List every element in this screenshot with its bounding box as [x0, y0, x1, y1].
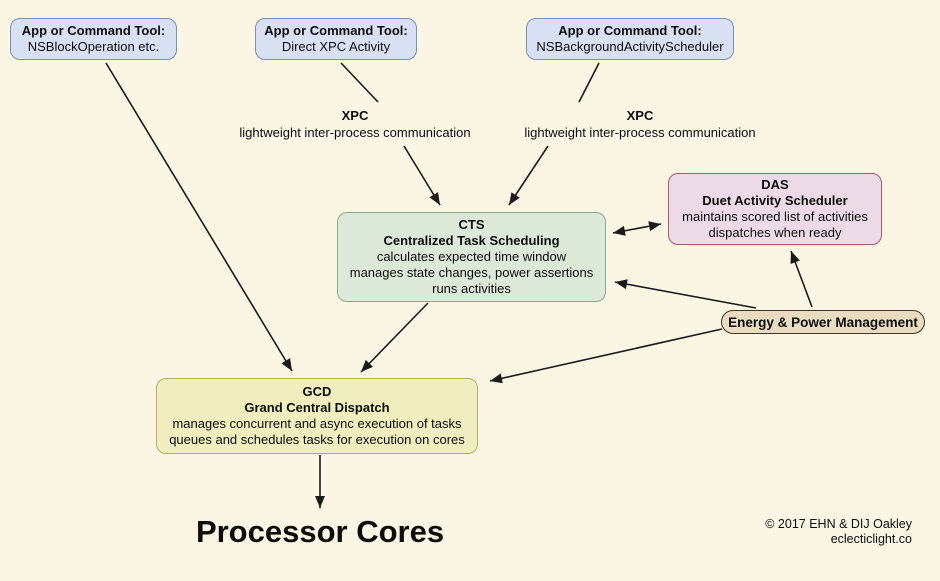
gcd-abbr: GCD	[302, 384, 332, 399]
das-abbr: DAS	[761, 177, 789, 192]
node-das: DAS Duet Activity Scheduler maintains sc…	[668, 173, 882, 245]
node-gcd: GCD Grand Central Dispatch manages concu…	[156, 378, 478, 454]
das-name: Duet Activity Scheduler	[702, 193, 848, 208]
line-app2-to-xpc1	[340, 62, 379, 103]
node-cts: CTS Centralized Task Scheduling calculat…	[337, 212, 606, 302]
node-title: App or Command Tool:	[558, 23, 702, 38]
das-line: maintains scored list of activities	[682, 209, 868, 224]
node-subtitle: NSBackgroundActivityScheduler	[536, 39, 724, 54]
line-app3-to-xpc2	[578, 62, 600, 103]
arrow-cts-to-gcd	[360, 302, 429, 373]
arrow-xpc2-to-cts	[508, 145, 549, 206]
cts-name: Centralized Task Scheduling	[383, 233, 560, 248]
arrow-cts-das-bidirectional	[612, 221, 662, 236]
arrow-xpc1-to-cts	[403, 145, 441, 206]
copyright-line: © 2017 EHN & DIJ Oakley	[765, 517, 912, 531]
node-app-nsblockoperation: App or Command Tool: NSBlockOperation et…	[10, 18, 177, 60]
gcd-name: Grand Central Dispatch	[244, 400, 390, 415]
xpc-subtitle: lightweight inter-process communication	[524, 125, 756, 140]
site-line: eclecticlight.co	[830, 532, 912, 546]
xpc-title: XPC	[341, 108, 369, 123]
gcd-line: manages concurrent and async execution o…	[172, 416, 462, 431]
arrow-energy-to-gcd	[489, 328, 723, 384]
processor-cores-title: Processor Cores	[195, 514, 445, 549]
label-xpc-right: XPC lightweight inter-process communicat…	[522, 107, 758, 141]
node-subtitle: NSBlockOperation etc.	[27, 39, 160, 54]
gcd-line: queues and schedules tasks for execution…	[169, 432, 465, 447]
cts-line: manages state changes, power assertions	[349, 265, 594, 280]
xpc-title: XPC	[626, 108, 654, 123]
label-xpc-left: XPC lightweight inter-process communicat…	[237, 107, 473, 141]
node-app-direct-xpc-activity: App or Command Tool: Direct XPC Activity	[255, 18, 417, 60]
node-subtitle: Direct XPC Activity	[281, 39, 391, 54]
xpc-subtitle: lightweight inter-process communication	[239, 125, 471, 140]
das-line: dispatches when ready	[708, 225, 842, 240]
node-app-nsbackgroundactivityscheduler: App or Command Tool: NSBackgroundActivit…	[526, 18, 734, 60]
copyright-footer: © 2017 EHN & DIJ Oakley eclecticlight.co	[692, 517, 912, 547]
node-energy-power-management: Energy & Power Management	[721, 310, 925, 334]
arrow-energy-to-cts	[614, 279, 757, 309]
arrow-energy-to-das	[790, 250, 813, 308]
node-title: App or Command Tool:	[264, 23, 408, 38]
cts-line: runs activities	[432, 281, 511, 296]
cts-abbr: CTS	[458, 217, 485, 232]
energy-label: Energy & Power Management	[728, 314, 918, 330]
node-title: App or Command Tool:	[21, 23, 166, 38]
cts-line: calculates expected time window	[376, 249, 567, 264]
